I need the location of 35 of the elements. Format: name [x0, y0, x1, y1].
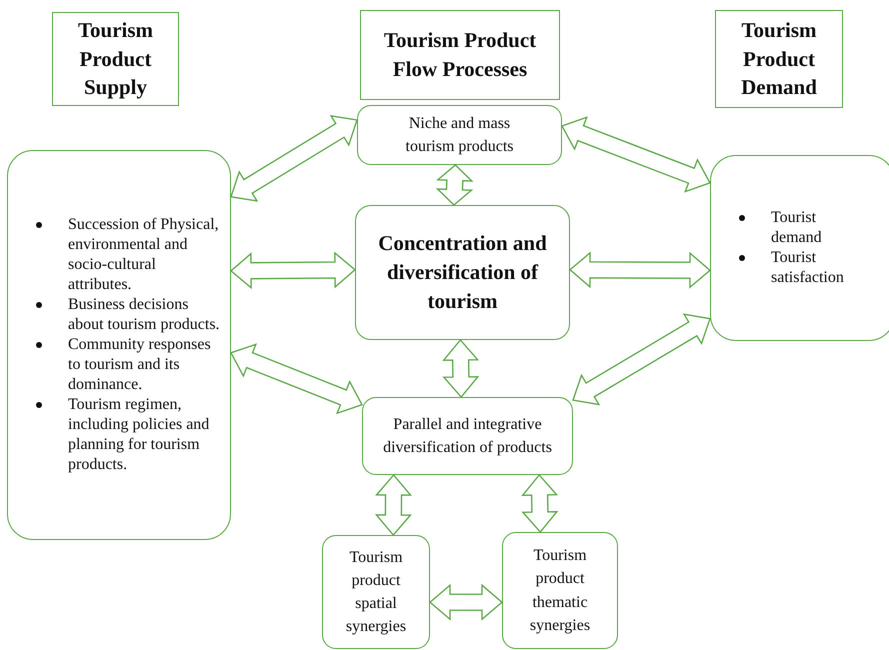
double-arrow [230, 115, 358, 202]
double-arrow [436, 164, 474, 206]
bullet-item: Tourist satisfaction [711, 248, 854, 288]
heading-text: Tourism Product Demand [740, 16, 818, 102]
heading-text: Concentration and diversification of tourism [377, 230, 548, 315]
double-arrow [429, 584, 503, 621]
double-arrow [561, 116, 711, 193]
bullet-item: Business decisions about tourism products. [8, 295, 220, 335]
rounded-box [7, 150, 231, 540]
bullet-item: Tourism regimen, including policies and planning for tourism products. [8, 395, 220, 475]
heading-box [52, 12, 179, 106]
double-arrow [442, 339, 480, 398]
heading-text: Tourism Product Flow Processes [382, 27, 538, 83]
box-text: Niche and mass tourism products [404, 114, 514, 157]
heading-box [715, 10, 843, 108]
rounded-box [710, 155, 889, 341]
process-box [502, 532, 618, 649]
process-box [357, 105, 562, 165]
box-text: Tourism product thematic synergies [528, 546, 592, 636]
double-arrow [230, 252, 356, 290]
bullet-item: Tourist demand [711, 208, 854, 248]
double-arrow [230, 343, 363, 414]
bullet-item: Community responses to tourism and its dominance. [8, 335, 220, 395]
heading-box [360, 10, 560, 100]
process-box [322, 535, 430, 649]
double-arrow [569, 251, 711, 289]
process-box [355, 205, 570, 340]
double-arrow [375, 474, 412, 536]
process-box [362, 397, 573, 475]
double-arrow [521, 474, 558, 533]
heading-text: Tourism Product Supply [76, 16, 154, 102]
bullet-item: Succession of Physical, environmental and socio-cultural attributes. [8, 215, 220, 295]
box-text: Tourism product spatial synergies [344, 548, 408, 638]
box-text: Parallel and integrative diversification of products [382, 414, 553, 458]
double-arrow [572, 313, 711, 406]
